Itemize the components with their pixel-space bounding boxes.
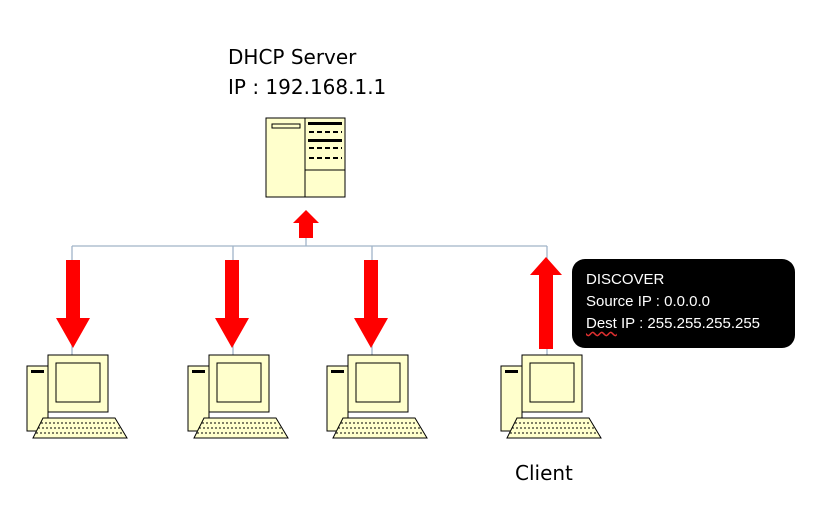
message-source-ip: Source IP : 0.0.0.0 bbox=[586, 293, 710, 310]
arrow-down-computer-1 bbox=[56, 260, 90, 348]
server-title: DHCP Server bbox=[228, 45, 357, 69]
dest-ip-value: IP : 255.255.255.255 bbox=[616, 315, 761, 332]
arrow-down-computer-3 bbox=[354, 260, 388, 348]
computer-icon-3 bbox=[326, 354, 428, 439]
client-computer-icon bbox=[500, 354, 602, 439]
server-ip: IP : 192.168.1.1 bbox=[228, 75, 387, 99]
arrow-down-computer-2 bbox=[215, 260, 249, 348]
computer-icon-1 bbox=[26, 354, 128, 439]
computer-icon-2 bbox=[187, 354, 289, 439]
message-type: DISCOVER bbox=[586, 271, 665, 288]
message-dest-ip: Dest IP : 255.255.255.255 bbox=[586, 313, 781, 335]
dest-word: Dest bbox=[586, 315, 617, 332]
arrow-up-to-server bbox=[293, 210, 319, 238]
client-label: Client bbox=[515, 461, 573, 485]
server-heading: DHCP Server IP : 192.168.1.1 bbox=[228, 42, 386, 102]
arrow-up-from-client bbox=[530, 257, 562, 349]
discover-message-callout: DISCOVER Source IP : 0.0.0.0 Dest IP : 2… bbox=[572, 259, 795, 348]
server-icon bbox=[265, 117, 346, 198]
network-bus bbox=[71, 237, 548, 365]
